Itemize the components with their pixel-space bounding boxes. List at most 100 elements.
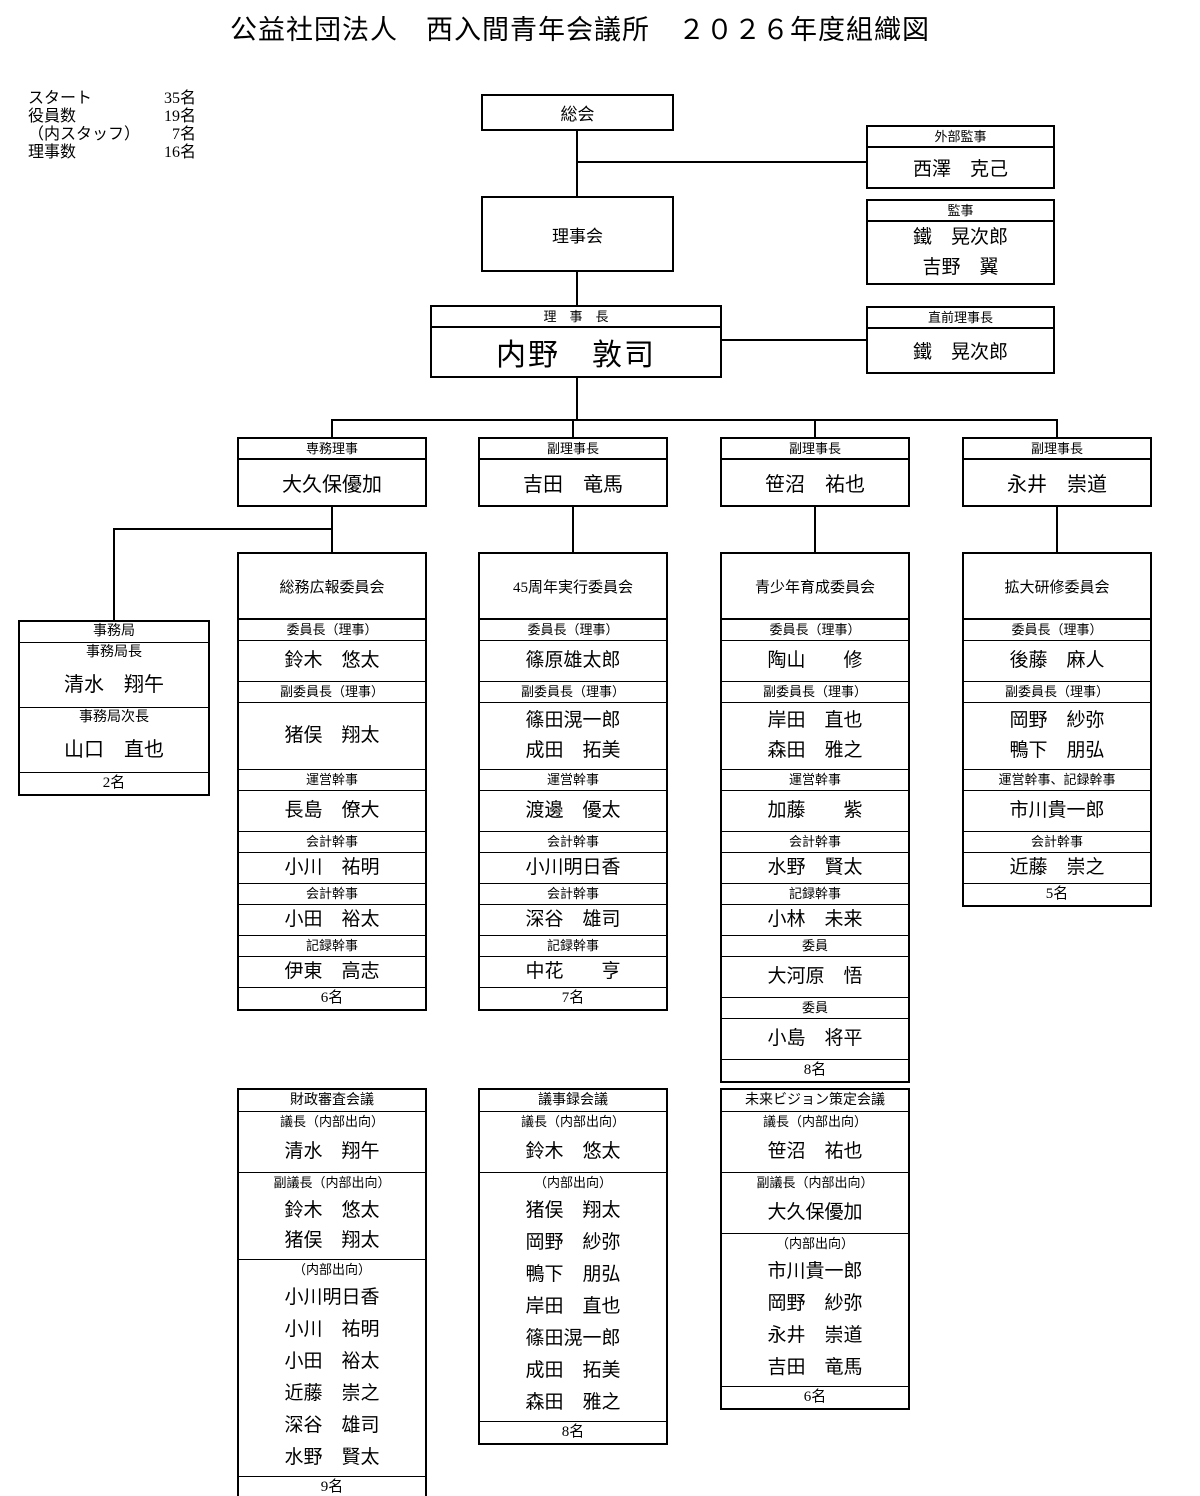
member-count: 2名	[20, 772, 208, 794]
member-name: 近藤 崇之	[284, 1383, 380, 1404]
section-label: 会計幹事	[722, 832, 908, 853]
member-name: 清水 翔午	[284, 1141, 380, 1162]
committee-title-box: 45周年実行委員会	[478, 552, 668, 620]
section-label: 副委員長（理事）	[722, 682, 908, 703]
section-label: 運営幹事	[722, 770, 908, 791]
committee-section: 副委員長（理事） 岸田 直也 森田 雅之	[722, 681, 908, 769]
section-label: 事務局次長	[79, 710, 149, 725]
member-name: 小田 裕太	[284, 1351, 380, 1372]
section-label: 記録幹事	[480, 936, 666, 957]
stat-label: スタート	[28, 90, 93, 107]
chairman-header: 理 事 長	[432, 307, 720, 328]
officer-name: 笹沼 祐也	[765, 474, 865, 496]
section-label: 副議長（内部出向）	[273, 1175, 391, 1190]
auditor-name: 鐵 晃次郎	[912, 226, 1008, 248]
member-count: 7名	[480, 987, 666, 1009]
member-name: 猪俣 翔太	[284, 725, 380, 746]
stats-panel: スタート 35名 役員数 19名 （内スタッフ） 7名 理事数 16名	[28, 90, 196, 162]
connector-branch4-committee	[1056, 505, 1058, 552]
general-assembly-label: 総会	[560, 105, 595, 124]
committee-section: 会計幹事 近藤 崇之	[964, 831, 1150, 883]
committee-section: 運営幹事 渡邊 優太	[480, 769, 666, 831]
member-name: 後藤 麻人	[1009, 650, 1105, 671]
section-label: （内部出向）	[533, 1175, 612, 1190]
auditor-name: 吉野 翼	[922, 256, 999, 278]
officer-name: 吉田 竜馬	[523, 474, 623, 496]
section-label: （内部出向）	[775, 1236, 854, 1251]
connector-branch1-committee	[331, 505, 333, 552]
external-auditor-box: 外部監事 西澤 克己	[866, 125, 1055, 189]
board-box: 理事会	[481, 196, 674, 272]
member-name: 吉田 竜馬	[767, 1357, 863, 1378]
committee-title-box: 拡大研修委員会	[962, 552, 1152, 620]
member-name: 水野 賢太	[284, 1447, 380, 1468]
member-name: 市川貴一郎	[767, 1261, 863, 1282]
member-name: 岸田 直也	[767, 710, 863, 731]
member-name: 小林 未来	[767, 909, 863, 930]
officer-role-header: 副理事長	[480, 439, 666, 460]
member-count: 5名	[964, 883, 1150, 905]
connector-secretariat-drop	[113, 528, 115, 620]
council-title: 財政審査会議	[239, 1090, 425, 1112]
previous-chairman-header: 直前理事長	[868, 308, 1053, 329]
section-label: 議長（内部出向）	[520, 1114, 625, 1129]
member-name: 陶山 修	[767, 650, 863, 671]
officer-role-header: 副理事長	[964, 439, 1150, 460]
member-name: 小川明日香	[284, 1287, 380, 1308]
member-name: 伊東 高志	[284, 961, 380, 982]
board-label: 理事会	[552, 226, 603, 246]
stat-label: 理事数	[28, 144, 77, 161]
connector-secretariat-horizontal	[113, 528, 332, 530]
member-name: 鴨下 朋弘	[1009, 740, 1105, 761]
chairman-name: 内野 敦司	[496, 339, 656, 372]
member-name: 笹沼 祐也	[767, 1141, 863, 1162]
committee-section: 運営幹事、記録幹事 市川貴一郎	[964, 769, 1150, 831]
committee-section: 記録幹事 伊東 高志	[239, 935, 425, 987]
officer-name: 永井 崇道	[1007, 474, 1107, 496]
external-auditor-header: 外部監事	[868, 127, 1053, 148]
section-label: 会計幹事	[964, 832, 1150, 853]
section-label: 運営幹事、記録幹事	[964, 770, 1150, 791]
secretariat-section: 事務局次長 山口 直也	[20, 707, 208, 772]
committee-detail-box: 委員長（理事） 篠原雄太郎 副委員長（理事） 篠田滉一郎 成田 拓美 運営幹事 …	[478, 618, 668, 1011]
section-label: （内部出向）	[292, 1262, 371, 1277]
member-count: 6名	[722, 1386, 908, 1408]
council-box: 未来ビジョン策定会議 議長（内部出向） 笹沼 祐也 副議長（内部出向） 大久保優…	[720, 1088, 910, 1410]
connector-assembly-board	[576, 130, 578, 196]
council-section: 議長（内部出向） 清水 翔午	[239, 1112, 425, 1172]
committee-section: 記録幹事 中花 亨	[480, 935, 666, 987]
section-label: 副委員長（理事）	[239, 682, 425, 703]
committee-section: 副委員長（理事） 岡野 紗弥 鴨下 朋弘	[964, 681, 1150, 769]
council-section: 副議長（内部出向） 鈴木 悠太 猪俣 翔太	[239, 1172, 425, 1259]
member-name: 岡野 紗弥	[1009, 710, 1105, 731]
section-label: 委員長（理事）	[722, 620, 908, 641]
member-count: 6名	[239, 987, 425, 1009]
connector-drop-branch-4	[1056, 419, 1058, 437]
section-label: 副議長（内部出向）	[756, 1175, 874, 1190]
member-name: 水野 賢太	[767, 857, 863, 878]
connector-board-chairman	[576, 271, 578, 305]
stat-value: 35名	[163, 90, 196, 107]
secretariat-section: 事務局長 清水 翔午	[20, 643, 208, 707]
member-name: 森田 雅之	[525, 1392, 621, 1413]
committee-detail-box: 委員長（理事） 陶山 修 副委員長（理事） 岸田 直也 森田 雅之 運営幹事 加…	[720, 618, 910, 1083]
auditors-header: 監事	[868, 201, 1053, 222]
committee-section: 会計幹事 水野 賢太	[722, 831, 908, 883]
committee-section: 記録幹事 小林 未来	[722, 883, 908, 935]
stat-label: （内スタッフ）	[28, 126, 141, 143]
committee-detail-box: 委員長（理事） 後藤 麻人 副委員長（理事） 岡野 紗弥 鴨下 朋弘 運営幹事、…	[962, 618, 1152, 907]
member-name: 長島 僚大	[284, 800, 380, 821]
section-label: 委員	[722, 998, 908, 1019]
section-label: 事務局長	[86, 645, 142, 660]
committee-section: 委員 小島 将平	[722, 997, 908, 1059]
section-label: 会計幹事	[239, 832, 425, 853]
member-name: 小川 祐明	[284, 857, 380, 878]
committee-section: 委員長（理事） 後藤 麻人	[964, 620, 1150, 681]
council-box: 議事録会議 議長（内部出向） 鈴木 悠太 （内部出向） 猪俣 翔太 岡野 紗弥 …	[478, 1088, 668, 1445]
auditors-box: 監事 鐵 晃次郎 吉野 翼	[866, 199, 1055, 285]
officer-box-vice-chairman-2: 副理事長 笹沼 祐也	[720, 437, 910, 507]
member-name: 渡邊 優太	[525, 800, 621, 821]
officer-box-vice-chairman-1: 副理事長 吉田 竜馬	[478, 437, 668, 507]
chart-title: 公益社団法人 西入間青年会議所 ２０２６年度組織図	[230, 15, 930, 45]
previous-chairman-name: 鐵 晃次郎	[912, 342, 1008, 363]
